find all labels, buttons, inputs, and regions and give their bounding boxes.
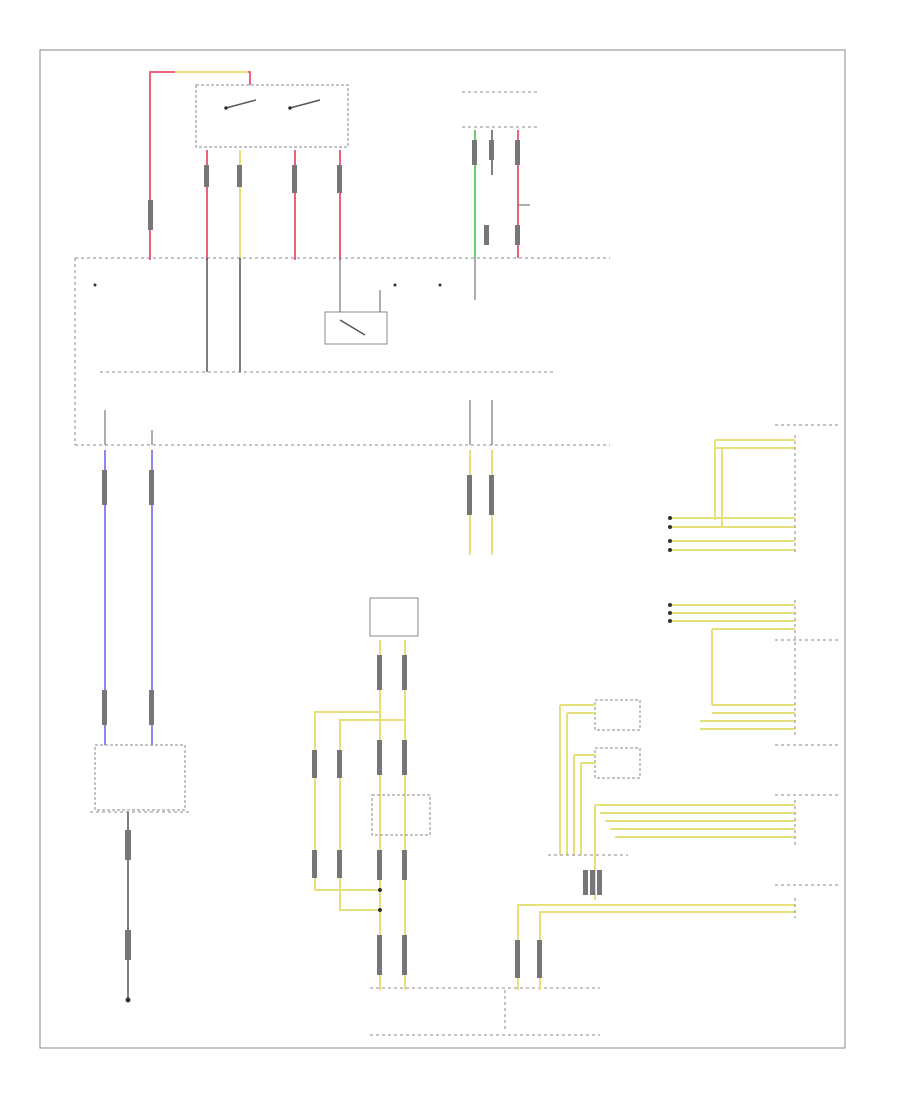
top-right-module	[462, 91, 540, 258]
connector-c1	[148, 200, 153, 230]
wire-red-top-loop	[149, 71, 251, 260]
connector-c4	[292, 165, 297, 193]
fuse-node-2	[393, 283, 397, 287]
node-m2	[378, 908, 382, 912]
light-switch-box	[195, 84, 349, 148]
connector-c7	[489, 140, 494, 160]
node-m1	[378, 888, 382, 892]
switch-node-2	[288, 106, 292, 110]
connector-c22	[402, 740, 407, 775]
connector-c20	[402, 655, 407, 690]
node-r1-c	[668, 539, 672, 543]
connector-c29	[377, 935, 382, 975]
relay-contact	[339, 319, 366, 336]
switch-box-1	[594, 699, 641, 731]
relay-box	[324, 311, 388, 345]
connector-c30	[402, 935, 407, 975]
connector-c35	[597, 870, 602, 895]
connector-c16	[125, 930, 131, 960]
connector-c14	[149, 690, 154, 725]
wire-yellow-loop-1	[314, 711, 380, 891]
connector-c18	[489, 475, 494, 515]
node-r2-b	[668, 611, 672, 615]
connector-c12	[149, 470, 154, 505]
fuse-node-1	[93, 283, 97, 287]
blue-wire-group	[90, 450, 190, 1003]
middle-sensor-group	[312, 597, 431, 990]
central-module	[74, 257, 610, 446]
switch-contact-1	[225, 99, 257, 109]
connector-c27	[377, 850, 382, 880]
connector-c34	[590, 870, 595, 895]
combination-module-box	[371, 794, 431, 836]
bottom-left-module	[94, 744, 186, 811]
connector-c17	[467, 475, 472, 515]
connector-c28	[402, 850, 407, 880]
connector-c9	[515, 225, 520, 245]
connector-c2	[204, 165, 209, 187]
node-r2-a	[668, 603, 672, 607]
engine-control-module	[370, 904, 600, 1036]
connector-c21	[377, 740, 382, 775]
connector-c32	[537, 940, 542, 978]
wire-yellow-ecm-1	[517, 904, 590, 990]
switch-box-2	[594, 747, 641, 779]
connector-c8	[515, 140, 520, 165]
connector-c10	[484, 225, 489, 245]
connector-c19	[377, 655, 382, 690]
node-r1-b	[668, 525, 672, 529]
yellow-pair-center	[467, 450, 494, 555]
connector-c31	[515, 940, 520, 978]
connector-c3	[237, 165, 242, 187]
switch-node-1	[224, 106, 228, 110]
wire-yellow-ecm-2	[539, 911, 590, 990]
node-r1-d	[668, 548, 672, 552]
node-r1-a	[668, 516, 672, 520]
connector-c26	[337, 850, 342, 878]
connector-c33	[583, 870, 588, 895]
connector-c15	[125, 830, 131, 860]
fuse-node-3	[438, 283, 442, 287]
diagram-frame	[39, 49, 846, 1049]
node-r2-c	[668, 619, 672, 623]
light-switch-group	[148, 71, 349, 260]
connector-c5	[337, 165, 342, 193]
sensor-box	[369, 597, 419, 637]
switch-contact-2	[289, 99, 321, 109]
ground-point	[125, 997, 131, 1003]
connector-c23	[312, 750, 317, 778]
connector-c13	[102, 690, 107, 725]
right-harness	[548, 424, 840, 918]
connector-c11	[102, 470, 107, 505]
connector-c6	[472, 140, 477, 165]
connector-c24	[337, 750, 342, 778]
wire-yellow-loop-2	[339, 719, 405, 911]
connector-c25	[312, 850, 317, 878]
